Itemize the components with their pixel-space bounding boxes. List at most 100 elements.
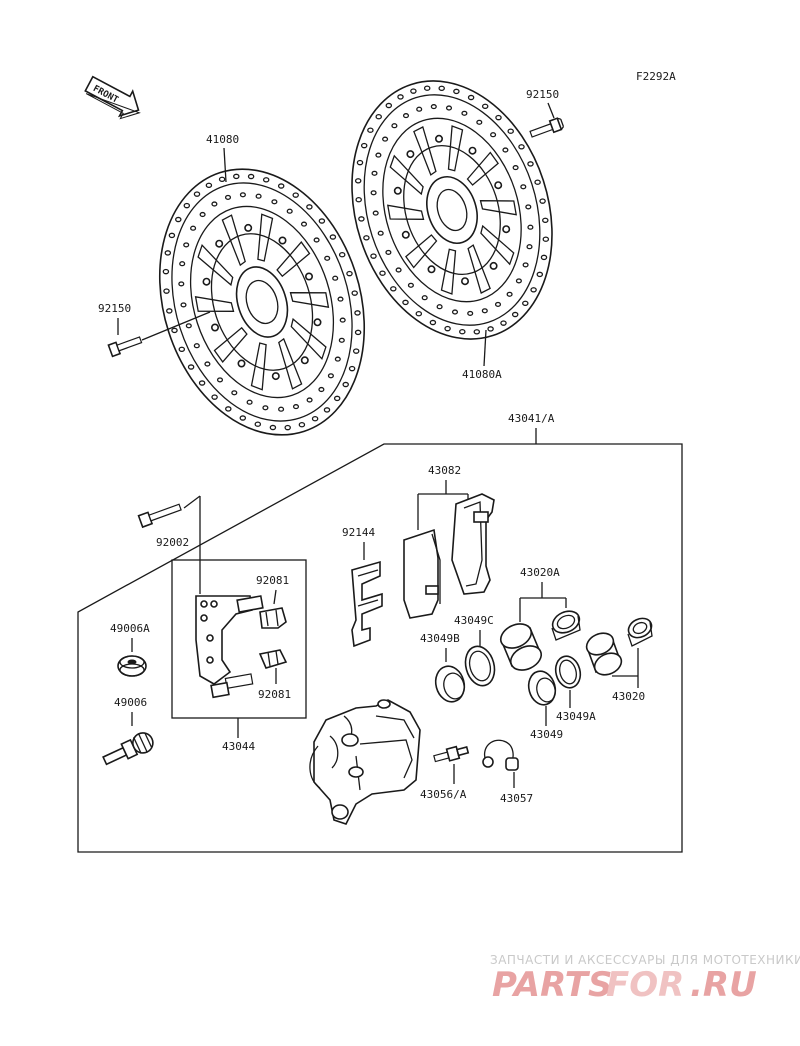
disc-hole xyxy=(459,328,466,335)
disc-hole xyxy=(372,210,379,216)
disc-hole xyxy=(370,253,377,259)
disc-hole xyxy=(522,300,529,307)
disc-hole xyxy=(371,170,378,176)
disc-hole xyxy=(346,270,353,277)
disc-bolt-left xyxy=(107,336,143,358)
disc-spoke xyxy=(250,342,267,391)
brake-disc-right xyxy=(351,80,553,340)
disc-hole xyxy=(204,361,211,367)
disc-hole xyxy=(395,267,402,273)
disc-hole xyxy=(500,320,507,326)
bracket-frame xyxy=(171,559,307,719)
disc-rivet xyxy=(244,223,253,232)
disc-hole xyxy=(391,123,398,129)
disc-hole xyxy=(193,191,201,197)
disc-hole xyxy=(162,268,170,275)
disc-hole xyxy=(233,173,240,180)
disc-hole xyxy=(518,144,525,150)
disc-hole xyxy=(255,193,262,199)
label-43082: 43082 xyxy=(428,464,461,477)
disc-hole xyxy=(385,249,392,255)
disc-hole xyxy=(351,290,358,296)
label-41080a: 41080A xyxy=(462,368,502,381)
disc-hole xyxy=(416,106,423,112)
disc-hole xyxy=(318,218,326,224)
disc-hole xyxy=(332,275,339,281)
disc-hole xyxy=(205,182,213,189)
disc-spoke xyxy=(257,213,274,262)
disc-hole xyxy=(410,88,417,94)
disc-hole xyxy=(168,232,176,239)
label-92081-top: 92081 xyxy=(256,574,289,587)
disc-rivet xyxy=(468,146,477,155)
disc-rivet xyxy=(427,265,436,274)
disc-hole xyxy=(193,343,200,349)
disc-hole xyxy=(224,194,232,200)
disc-hole xyxy=(262,177,270,183)
disc-hole xyxy=(183,202,191,209)
disc-hole xyxy=(370,190,377,196)
disc-hole xyxy=(187,364,195,370)
label-41080: 41080 xyxy=(206,133,239,146)
disc-hole xyxy=(506,291,513,297)
disc-hole xyxy=(423,85,431,91)
disc-hole xyxy=(481,103,489,110)
disc-hole xyxy=(246,399,253,405)
disc-hole xyxy=(329,234,337,240)
label-92150-right: 92150 xyxy=(526,88,559,101)
disc-hole xyxy=(262,405,269,411)
disc-spoke xyxy=(290,317,327,361)
disc-rivet xyxy=(434,134,443,143)
disc-hole xyxy=(334,356,341,362)
brake-pad-inner xyxy=(403,528,441,619)
disc-hole xyxy=(218,176,226,183)
disc-hole xyxy=(461,110,468,116)
disc-hole xyxy=(247,173,255,180)
disc-hole xyxy=(348,365,356,372)
disc-hole xyxy=(430,104,437,110)
disc-rivet xyxy=(406,150,415,159)
disc-hole xyxy=(179,261,186,267)
piston-43020-cup xyxy=(627,617,653,647)
disc-hole xyxy=(375,152,382,158)
disc-hole xyxy=(476,119,483,125)
disc-hole xyxy=(324,255,331,261)
label-43044: 43044 xyxy=(222,740,255,753)
label-49006a: 49006A xyxy=(110,622,150,635)
label-43041a: 43041/A xyxy=(508,412,555,425)
disc-hole xyxy=(306,397,313,403)
boot-49006a xyxy=(117,655,147,677)
piston-43020 xyxy=(585,632,623,676)
disc-hole xyxy=(300,221,308,227)
disc-hole xyxy=(225,406,232,412)
disc-hole xyxy=(286,208,293,214)
disc-rivet xyxy=(271,372,280,381)
disc-hole xyxy=(527,224,534,230)
disc-hole xyxy=(445,105,453,111)
disc-hole xyxy=(467,310,474,316)
disc-hole xyxy=(515,278,522,284)
disc-hole xyxy=(185,323,192,329)
bleeder-cap xyxy=(482,739,519,771)
disc-hole xyxy=(175,216,182,223)
disc-hole xyxy=(231,390,238,396)
seal-43049c xyxy=(464,645,496,687)
disc-hole xyxy=(166,308,173,314)
disc-hole xyxy=(385,102,393,109)
disc-hole xyxy=(180,302,187,308)
disc-hole xyxy=(271,199,278,205)
piston-43020a-large xyxy=(499,623,543,671)
disc-hole xyxy=(495,114,502,121)
disc-right-holes xyxy=(354,85,550,335)
disc-spoke xyxy=(278,337,303,390)
disc-hole xyxy=(487,326,494,332)
disc-hole xyxy=(363,235,370,241)
disc-hole xyxy=(352,348,360,354)
disc-rivet xyxy=(494,181,503,190)
label-43057: 43057 xyxy=(500,792,533,805)
disc-hole xyxy=(375,113,382,120)
label-43049a: 43049A xyxy=(556,710,596,723)
disc-hole xyxy=(512,165,519,171)
disc-hole xyxy=(354,329,362,336)
disc-left-holes xyxy=(162,173,362,431)
